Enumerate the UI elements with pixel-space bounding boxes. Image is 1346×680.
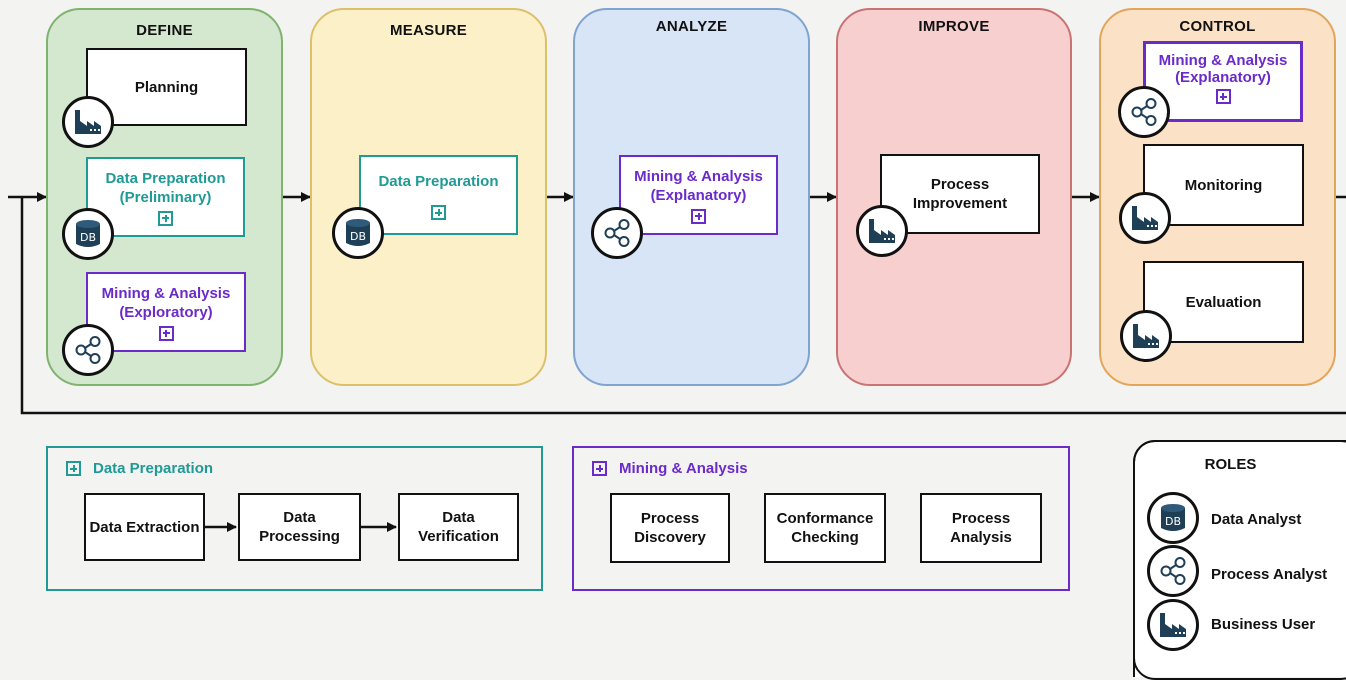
conformance-checking-box: Conformance Checking: [764, 493, 886, 563]
share-icon: [1147, 545, 1199, 597]
process-analysis-line2: Analysis: [950, 529, 1012, 546]
phase-title-control: CONTROL: [1179, 18, 1256, 35]
mining-exploratory-line2: (Exploratory): [119, 303, 213, 321]
expand-plus-icon: [592, 461, 607, 476]
mining-analysis-exploratory-box: Mining & Analysis (Exploratory): [86, 272, 246, 352]
control-mining-line2: (Explanatory): [1175, 69, 1271, 86]
data-verification-line2: Verification: [418, 528, 499, 545]
evaluation-box: Evaluation: [1143, 261, 1304, 343]
expand-plus-icon[interactable]: [431, 205, 446, 220]
role-label-process-analyst: Process Analyst: [1211, 566, 1328, 583]
database-icon: DB: [1147, 492, 1199, 544]
planning-label: Planning: [134, 78, 199, 96]
process-discovery-line1: Process: [640, 510, 700, 527]
analyze-mining-line1: Mining & Analysis: [634, 167, 763, 185]
conformance-checking-line2: Checking: [791, 529, 859, 546]
share-icon: [1118, 86, 1170, 138]
data-extraction-box: Data Extraction: [84, 493, 205, 561]
factory-icon: [1120, 310, 1172, 362]
conformance-checking-line1: Conformance: [776, 510, 874, 527]
legend-data-preparation: Data Preparation: [46, 446, 543, 591]
factory-icon: [856, 205, 908, 257]
expand-plus-icon[interactable]: [1215, 89, 1231, 104]
factory-icon: [1147, 599, 1199, 651]
data-verification-line1: Data: [442, 509, 475, 526]
svg-text:DB: DB: [80, 231, 96, 244]
phase-title-analyze: ANALYZE: [655, 18, 728, 35]
process-improvement-box: Process Improvement: [880, 154, 1040, 234]
expand-plus-icon[interactable]: [158, 210, 173, 226]
expand-plus-icon[interactable]: [158, 325, 174, 341]
prep-preliminary-line1: Data Preparation: [105, 169, 226, 187]
data-preparation-box: Data Preparation: [359, 155, 518, 235]
planning-box: Planning: [86, 48, 247, 126]
factory-icon: [1119, 192, 1171, 244]
share-icon: [591, 207, 643, 259]
expand-plus-icon[interactable]: [691, 208, 706, 224]
data-extraction-label: Data Extraction: [89, 518, 200, 536]
role-label-data-analyst: Data Analyst: [1211, 511, 1302, 528]
prep-preliminary-line2: (Preliminary): [119, 188, 212, 206]
database-icon: DB: [332, 207, 384, 259]
legend-mining-title: Mining & Analysis: [592, 460, 748, 477]
data-processing-box: Data Processing: [238, 493, 361, 561]
evaluation-label: Evaluation: [1185, 293, 1262, 311]
feedback-loop-line: [20, 197, 1346, 415]
phase-title-measure: MEASURE: [389, 22, 468, 39]
phase-title-define: DEFINE: [136, 22, 193, 39]
data-processing-line2: Processing: [259, 528, 340, 545]
legend-prep-title: Data Preparation: [66, 460, 213, 477]
svg-text:DB: DB: [1165, 515, 1181, 528]
data-processing-line1: Data: [283, 509, 316, 526]
legend-mining-analysis: Mining & Analysis: [572, 446, 1070, 591]
database-icon: DB: [62, 208, 114, 260]
share-icon: [62, 324, 114, 376]
phase-title-improve: IMPROVE: [918, 18, 990, 35]
data-verification-box: Data Verification: [398, 493, 519, 561]
legend-mining-title-text: Mining & Analysis: [619, 460, 748, 477]
roles-title: ROLES: [1204, 456, 1257, 473]
expand-plus-icon: [66, 461, 81, 476]
control-mining-line1: Mining & Analysis: [1158, 52, 1288, 69]
analyze-mining-line2: (Explanatory): [650, 186, 747, 204]
process-analysis-line1: Process: [951, 510, 1011, 527]
process-discovery-box: Process Discovery: [610, 493, 730, 563]
svg-text:DB: DB: [350, 230, 366, 243]
measure-prep-label: Data Preparation: [378, 173, 499, 190]
improve-line2: Improvement: [912, 195, 1008, 212]
monitoring-label: Monitoring: [1184, 176, 1263, 194]
process-analysis-box: Process Analysis: [920, 493, 1042, 563]
data-preparation-preliminary-box: Data Preparation (Preliminary): [86, 157, 245, 237]
factory-icon: [62, 96, 114, 148]
legend-prep-title-text: Data Preparation: [93, 460, 214, 477]
process-discovery-line2: Discovery: [634, 529, 706, 546]
mining-exploratory-line1: Mining & Analysis: [101, 284, 231, 302]
role-label-business-user: Business User: [1211, 616, 1316, 633]
mining-analysis-explanatory-box: Mining & Analysis (Explanatory): [619, 155, 778, 235]
improve-line1: Process: [930, 176, 990, 193]
